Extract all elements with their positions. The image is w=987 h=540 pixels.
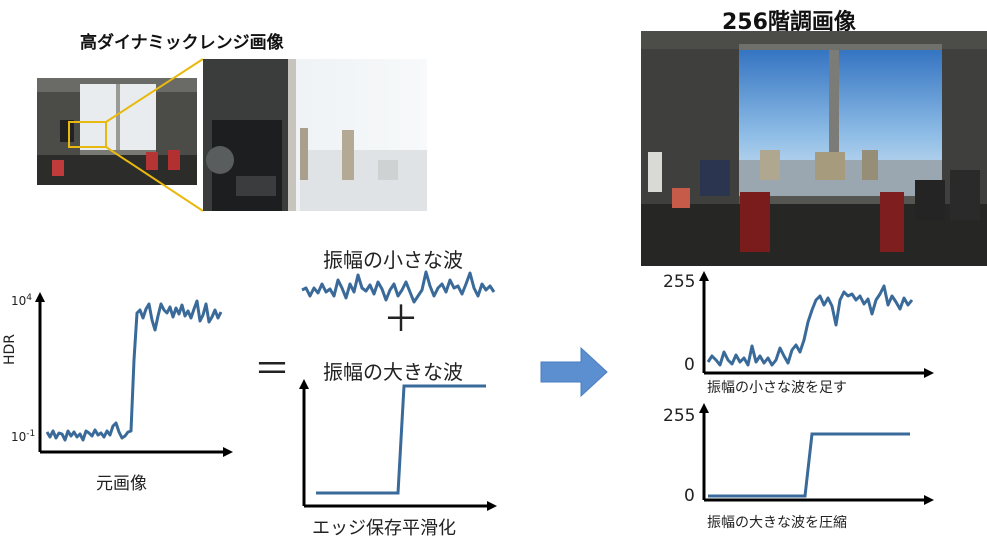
zoom-line-top xyxy=(105,58,204,123)
result-top-ytick-0: 0 xyxy=(684,355,695,375)
original-ylabel: HDR xyxy=(2,333,18,365)
result-top-caption: 振幅の小さな波を足す xyxy=(707,380,847,396)
small-amplitude-wave xyxy=(301,270,496,304)
result-bottom-ytick-255: 255 xyxy=(663,406,696,426)
original-ytick-top-base: 10 xyxy=(11,294,27,308)
hdr-thumbnail xyxy=(37,78,197,185)
original-ytick-bottom-exp: -1 xyxy=(26,429,36,439)
hdr-image-title: 高ダイナミックレンジ画像 xyxy=(80,33,284,53)
result-bottom-ytick-0: 0 xyxy=(684,486,695,506)
result-bottom-caption: 振幅の大きな波を圧縮 xyxy=(707,515,847,531)
result-top-line xyxy=(706,284,914,367)
edge-preserving-graph xyxy=(299,379,497,511)
plus-sign: ＋ xyxy=(383,299,420,340)
result-graph-large-compressed xyxy=(699,403,934,505)
zoom-region-box xyxy=(68,121,107,148)
ldr-image-title: 256階調画像 xyxy=(722,10,856,35)
original-caption: 元画像 xyxy=(96,474,147,494)
result-top-ytick-255: 255 xyxy=(663,272,696,292)
large-amplitude-wave xyxy=(316,384,486,495)
original-ytick-bottom-base: 10 xyxy=(11,430,27,444)
equals-sign: ＝ xyxy=(254,349,291,390)
small-wave-label: 振幅の小さな波 xyxy=(323,248,463,272)
original-ytick-top: 104 xyxy=(11,293,32,308)
large-wave-label: 振幅の大きな波 xyxy=(323,360,463,384)
edge-caption: エッジ保存平滑化 xyxy=(312,518,456,539)
zoom-line-bottom xyxy=(105,146,204,212)
ldr-image xyxy=(641,31,987,266)
hdr-zoomed-view xyxy=(203,59,427,211)
transform-arrow xyxy=(540,346,608,398)
original-signal-line xyxy=(45,299,223,442)
result-graph-small-added xyxy=(699,271,934,378)
original-ytick-top-exp: 4 xyxy=(26,293,33,303)
original-ytick-bottom: 10-1 xyxy=(11,429,35,444)
result-bottom-line xyxy=(708,432,910,498)
original-graph xyxy=(35,292,233,457)
